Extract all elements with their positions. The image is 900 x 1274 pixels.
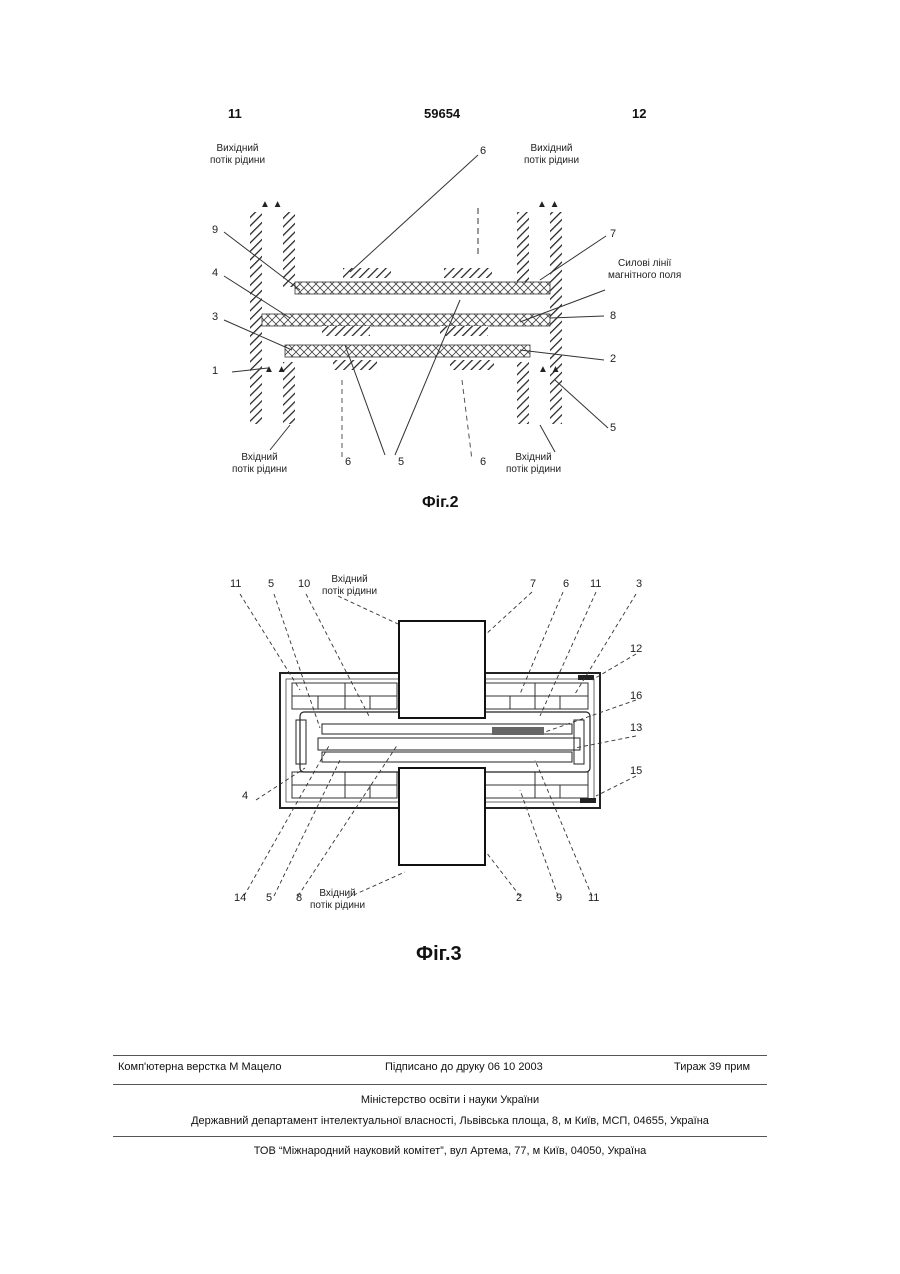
footer-publisher: ТОВ “Міжнародний науковий комітет”, вул … <box>0 1145 900 1157</box>
footer-department: Державний департамент інтелектуальної вл… <box>0 1115 900 1127</box>
fig3-ref-2: 2 <box>516 892 522 904</box>
footer-rule-top <box>113 1055 767 1056</box>
fig3-ref-11-top-left: 11 <box>230 578 241 590</box>
fig3-ref-12: 12 <box>630 643 642 655</box>
fig3-ref-3: 3 <box>636 578 642 590</box>
footer-layout-credit: Комп'ютерна верстка М Мацело <box>118 1061 282 1073</box>
right-fitting <box>574 720 584 764</box>
fig3-ref-16: 16 <box>630 690 642 702</box>
footer-rule-bottom <box>113 1136 767 1137</box>
fig3-ref-9: 9 <box>556 892 562 904</box>
fig3-ref-6: 6 <box>563 578 569 590</box>
fig3-ref-4: 4 <box>242 790 248 802</box>
fig3-ref-5-bottom: 5 <box>266 892 272 904</box>
footer-signed-date: Підписано до друку 06 10 2003 <box>385 1061 543 1073</box>
footer-rule-middle <box>113 1084 767 1085</box>
fig3-ref-11-bottom: 11 <box>588 892 599 904</box>
mid-channel <box>318 738 580 750</box>
fig3-ref-13: 13 <box>630 722 642 734</box>
left-fitting <box>296 720 306 764</box>
fig3-ref-10: 10 <box>298 578 310 590</box>
fig3-ref-5-top: 5 <box>268 578 274 590</box>
footer-circulation: Тираж 39 прим <box>674 1061 750 1073</box>
fig3-ref-8: 8 <box>296 892 302 904</box>
fig3-ref-7: 7 <box>530 578 536 590</box>
fig3-ref-15: 15 <box>630 765 642 777</box>
bolts <box>578 675 596 803</box>
channel-assembly <box>300 712 590 772</box>
insert-16 <box>492 727 544 735</box>
upper-pipe-block <box>399 621 485 718</box>
fig3-inflow-top-label: Вхідний потік рідини <box>322 574 377 598</box>
fig3-ref-11-top-right: 11 <box>590 578 601 590</box>
lower-channel <box>322 752 572 762</box>
fig3-caption: Фіг.3 <box>416 943 462 966</box>
footer-ministry: Міністерство освіти і науки України <box>0 1094 900 1106</box>
fig3-ref-14: 14 <box>234 892 246 904</box>
fig3-inflow-bottom-label: Вхідний потік рідини <box>310 888 365 912</box>
lower-pipe-block <box>399 768 485 865</box>
